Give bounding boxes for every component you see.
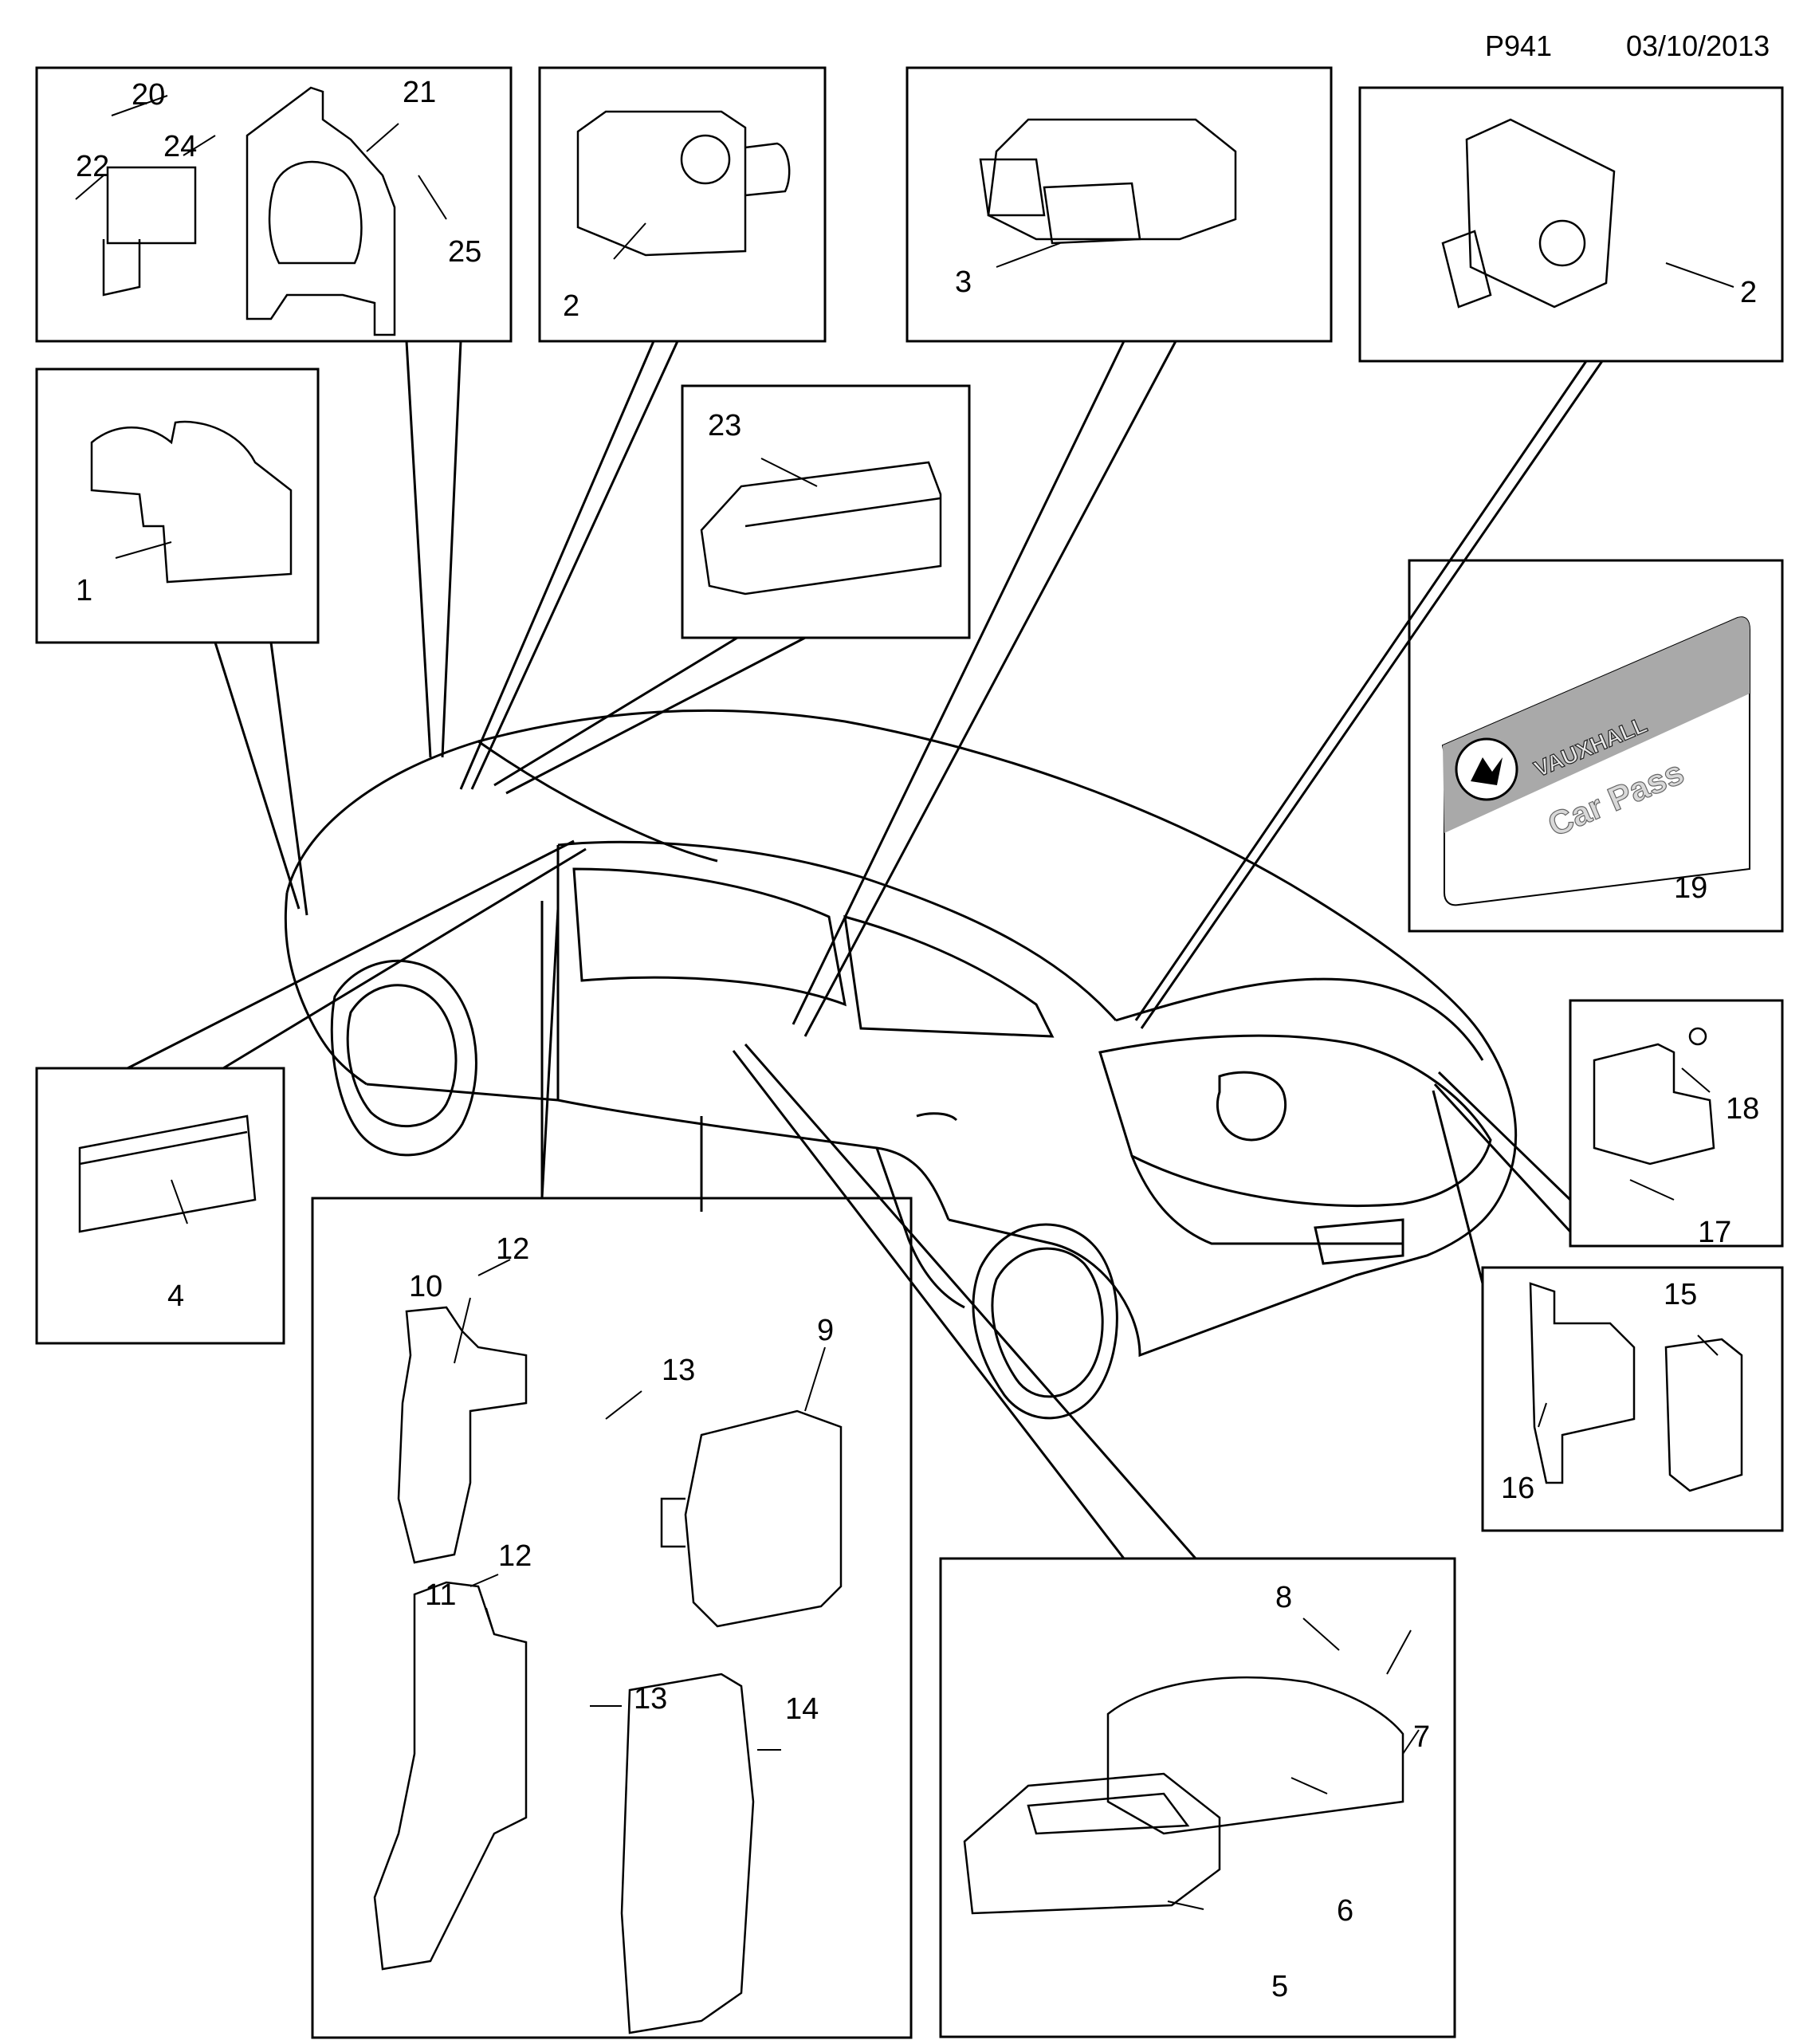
panel-box-1 bbox=[35, 368, 320, 644]
panel-box-2-upper bbox=[538, 66, 827, 343]
page-date: 03/10/2013 bbox=[1626, 29, 1770, 62]
callout-6: 6 bbox=[1337, 1894, 1354, 1928]
panel-box-2-right bbox=[1358, 86, 1784, 363]
callout-12-upper: 12 bbox=[496, 1232, 530, 1266]
panel-box-15-16 bbox=[1481, 1266, 1784, 1532]
callout-8: 8 bbox=[1275, 1581, 1293, 1614]
callout-14: 14 bbox=[785, 1692, 819, 1726]
callout-1: 1 bbox=[76, 574, 93, 607]
callout-7: 7 bbox=[1413, 1720, 1431, 1754]
callout-3: 3 bbox=[955, 265, 972, 299]
callout-18: 18 bbox=[1726, 1092, 1760, 1126]
callout-25: 25 bbox=[448, 235, 482, 269]
callout-17: 17 bbox=[1698, 1216, 1732, 1249]
callout-24: 24 bbox=[163, 130, 198, 163]
panel-box-4 bbox=[35, 1067, 285, 1345]
page-code: P941 bbox=[1485, 29, 1553, 62]
panel-box-5-8 bbox=[939, 1557, 1456, 2038]
panel-box-3 bbox=[906, 66, 1333, 343]
panel-box-17-18 bbox=[1569, 999, 1784, 1248]
callout-22: 22 bbox=[76, 150, 110, 183]
callout-23: 23 bbox=[708, 409, 742, 442]
panel-box-23 bbox=[681, 384, 971, 639]
callout-21: 21 bbox=[403, 76, 437, 109]
callout-13-lower: 13 bbox=[634, 1682, 668, 1716]
callout-2-upper: 2 bbox=[563, 289, 580, 323]
panel-box-9-14 bbox=[311, 1197, 913, 2039]
panel-box-20-25 bbox=[35, 66, 513, 343]
callout-4: 4 bbox=[167, 1279, 185, 1313]
callout-5: 5 bbox=[1271, 1970, 1289, 2003]
callout-10: 10 bbox=[409, 1270, 443, 1303]
callout-9: 9 bbox=[817, 1314, 835, 1347]
callout-16: 16 bbox=[1501, 1472, 1535, 1505]
callout-15: 15 bbox=[1664, 1278, 1698, 1311]
callout-2-right: 2 bbox=[1740, 276, 1758, 309]
callout-11: 11 bbox=[425, 1578, 457, 1612]
panel-box-19 bbox=[1408, 559, 1784, 933]
callout-19: 19 bbox=[1674, 871, 1708, 905]
callout-12-lower: 12 bbox=[498, 1539, 532, 1573]
car-pass-card: VAUXHALL Car Pass bbox=[1441, 616, 1750, 906]
callout-13-upper: 13 bbox=[662, 1354, 696, 1387]
callout-20: 20 bbox=[132, 78, 166, 112]
